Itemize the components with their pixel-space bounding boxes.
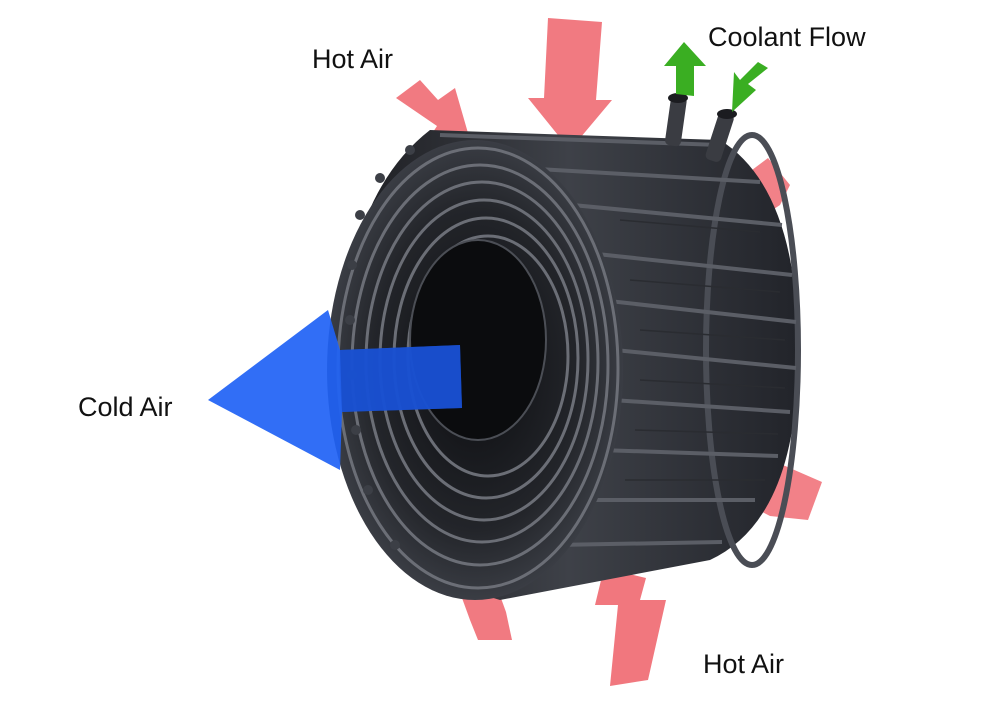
hot-air-arrow-top-center	[528, 18, 612, 150]
coolant-flow-label: Coolant Flow	[708, 22, 866, 52]
hot-air-arrow-bottom-left	[462, 590, 512, 640]
hot-air-arrow-bottom-right	[595, 568, 666, 686]
hot-air-label-bottom: Hot Air	[703, 649, 785, 679]
coolant-arrow-in	[732, 62, 768, 112]
coolant-arrow-out	[664, 42, 706, 96]
coolant-pipes	[665, 93, 737, 162]
coolant-pipe-outlet	[665, 95, 687, 147]
drum-fins	[619, 219, 786, 481]
coil-face-inner-opening	[409, 239, 547, 441]
drum-rim-right	[703, 132, 801, 568]
cold-air-label: Cold Air	[78, 392, 173, 422]
cold-air-arrow-shade	[340, 345, 462, 412]
coolant-arrows	[664, 42, 768, 112]
coolant-pipe-inlet	[705, 112, 734, 162]
hot-air-label-top: Hot Air	[312, 44, 394, 74]
cold-air-arrow	[208, 310, 462, 470]
